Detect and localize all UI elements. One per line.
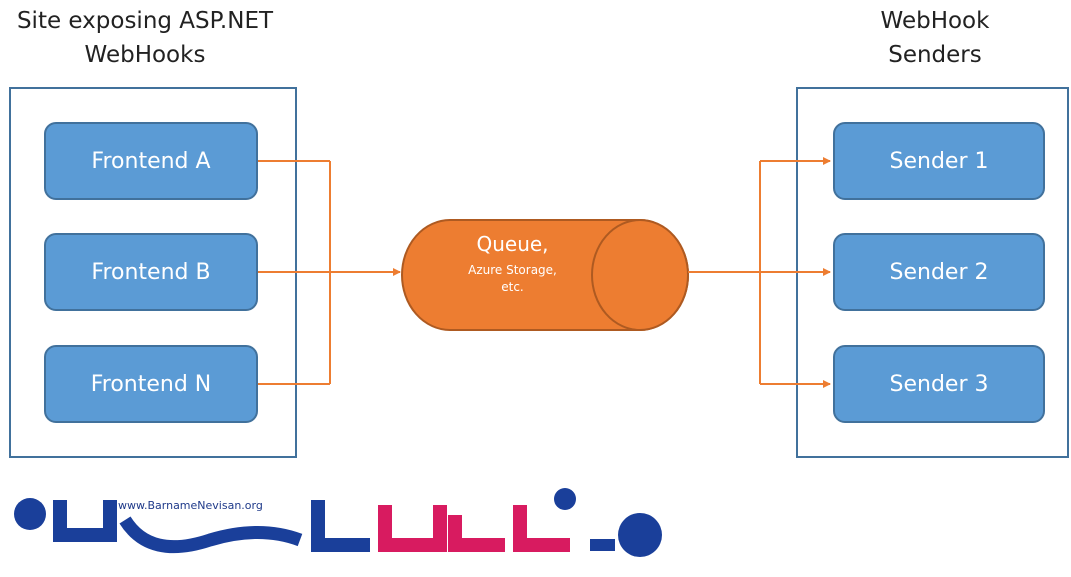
node-label: Frontend N (90, 371, 212, 397)
node-frontend-n: Frontend N (44, 345, 258, 423)
node-frontend-a: Frontend A (44, 122, 258, 200)
node-label: Sender 1 (889, 148, 989, 174)
node-sender-3: Sender 3 (833, 345, 1045, 423)
node-sender-2: Sender 2 (833, 233, 1045, 311)
queue-subtitle: Azure Storage, (468, 263, 557, 277)
node-label: Sender 2 (889, 259, 989, 285)
right-title-line2: Senders (888, 42, 982, 68)
node-label: Frontend B (91, 259, 211, 285)
node-sender-1: Sender 1 (833, 122, 1045, 200)
node-label: Sender 3 (889, 371, 989, 397)
queue-cylinder (401, 219, 689, 331)
queue-label: Queue, Azure Storage, etc. (430, 230, 595, 296)
watermark-logo (14, 488, 662, 557)
left-group-title: Site exposing ASP.NET WebHooks (0, 4, 290, 72)
watermark-url: www.BarnameNevisan.org (118, 499, 263, 512)
right-title-line1: WebHook (880, 8, 990, 34)
node-frontend-b: Frontend B (44, 233, 258, 311)
left-title-line1: Site exposing ASP.NET (16, 8, 274, 34)
node-label: Frontend A (91, 148, 211, 174)
right-group-title: WebHook Senders (855, 4, 1015, 72)
queue-subtitle-etc: etc. (501, 280, 524, 294)
queue-title: Queue, (476, 232, 549, 256)
left-title-line2: WebHooks (84, 42, 206, 68)
